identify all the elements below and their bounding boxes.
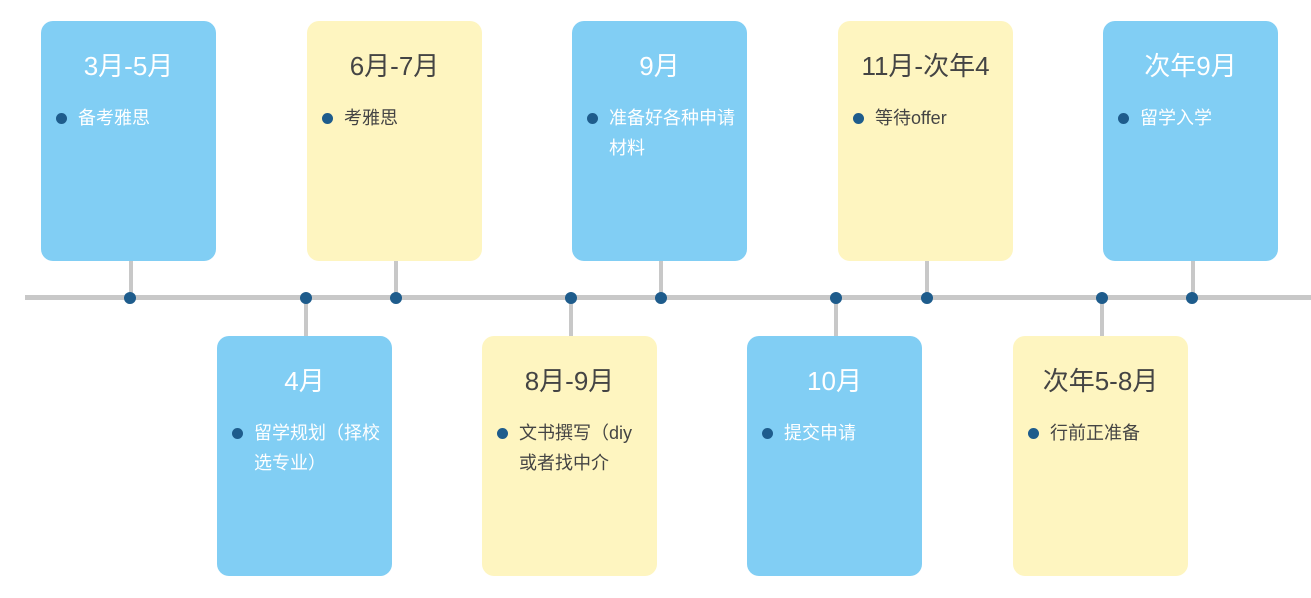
milestone-item-text: 文书撰写（diy或者找中介 bbox=[519, 423, 633, 473]
bullet-icon bbox=[497, 428, 508, 439]
milestone-title: 11月-次年4 bbox=[861, 51, 990, 81]
milestone-item: 提交申请 bbox=[762, 418, 910, 448]
milestone-card: 次年9月 留学入学 bbox=[1103, 21, 1278, 261]
milestone-item-text: 留学规划（择校选专业） bbox=[254, 423, 380, 473]
milestone-card: 11月-次年4 等待offer bbox=[838, 21, 1013, 261]
connector bbox=[129, 261, 133, 297]
bullet-icon bbox=[853, 113, 864, 124]
milestone-card: 次年5-8月 行前正准备 bbox=[1013, 336, 1188, 576]
timeline-dot bbox=[655, 292, 667, 304]
milestone-item: 考雅思 bbox=[322, 103, 470, 133]
milestone-card: 4月 留学规划（择校选专业） bbox=[217, 336, 392, 576]
milestone-item: 备考雅思 bbox=[56, 103, 204, 133]
connector bbox=[659, 261, 663, 297]
timeline-dot bbox=[124, 292, 136, 304]
connector bbox=[1100, 298, 1104, 336]
timeline-axis bbox=[25, 295, 1311, 300]
bullet-icon bbox=[587, 113, 598, 124]
milestone-title: 次年5-8月 bbox=[1042, 366, 1159, 396]
milestone-item-text: 等待offer bbox=[875, 108, 947, 128]
timeline-dot bbox=[1096, 292, 1108, 304]
connector bbox=[394, 261, 398, 297]
connector bbox=[834, 298, 838, 336]
timeline-dot bbox=[830, 292, 842, 304]
milestone-item-text: 准备好各种申请材料 bbox=[609, 108, 735, 158]
bullet-icon bbox=[1118, 113, 1129, 124]
milestone-card: 6月-7月 考雅思 bbox=[307, 21, 482, 261]
milestone-card: 9月 准备好各种申请材料 bbox=[572, 21, 747, 261]
timeline-dot bbox=[565, 292, 577, 304]
connector bbox=[925, 261, 929, 297]
milestone-item-text: 行前正准备 bbox=[1050, 423, 1140, 443]
milestone-item: 文书撰写（diy或者找中介 bbox=[497, 418, 645, 478]
connector bbox=[304, 298, 308, 336]
timeline-dot bbox=[300, 292, 312, 304]
milestone-title: 10月 bbox=[807, 366, 862, 396]
milestone-item: 准备好各种申请材料 bbox=[587, 103, 735, 163]
milestone-title: 次年9月 bbox=[1144, 51, 1237, 81]
connector bbox=[569, 298, 573, 336]
milestone-title: 3月-5月 bbox=[83, 51, 174, 81]
milestone-title: 9月 bbox=[639, 51, 680, 81]
connector bbox=[1191, 261, 1195, 297]
timeline-dot bbox=[1186, 292, 1198, 304]
timeline-dot bbox=[921, 292, 933, 304]
milestone-card: 10月 提交申请 bbox=[747, 336, 922, 576]
milestone-item-text: 备考雅思 bbox=[78, 108, 150, 128]
milestone-item: 留学入学 bbox=[1118, 103, 1266, 133]
bullet-icon bbox=[762, 428, 773, 439]
milestone-item: 行前正准备 bbox=[1028, 418, 1176, 448]
bullet-icon bbox=[1028, 428, 1039, 439]
milestone-title: 8月-9月 bbox=[524, 366, 615, 396]
milestone-title: 6月-7月 bbox=[349, 51, 440, 81]
milestone-card: 8月-9月 文书撰写（diy或者找中介 bbox=[482, 336, 657, 576]
milestone-item-text: 提交申请 bbox=[784, 423, 856, 443]
milestone-item-text: 考雅思 bbox=[344, 108, 398, 128]
bullet-icon bbox=[56, 113, 67, 124]
milestone-title: 4月 bbox=[284, 366, 325, 396]
milestone-card: 3月-5月 备考雅思 bbox=[41, 21, 216, 261]
milestone-item-text: 留学入学 bbox=[1140, 108, 1212, 128]
milestone-item: 留学规划（择校选专业） bbox=[232, 418, 380, 478]
timeline-dot bbox=[390, 292, 402, 304]
bullet-icon bbox=[322, 113, 333, 124]
milestone-item: 等待offer bbox=[853, 103, 1001, 133]
bullet-icon bbox=[232, 428, 243, 439]
